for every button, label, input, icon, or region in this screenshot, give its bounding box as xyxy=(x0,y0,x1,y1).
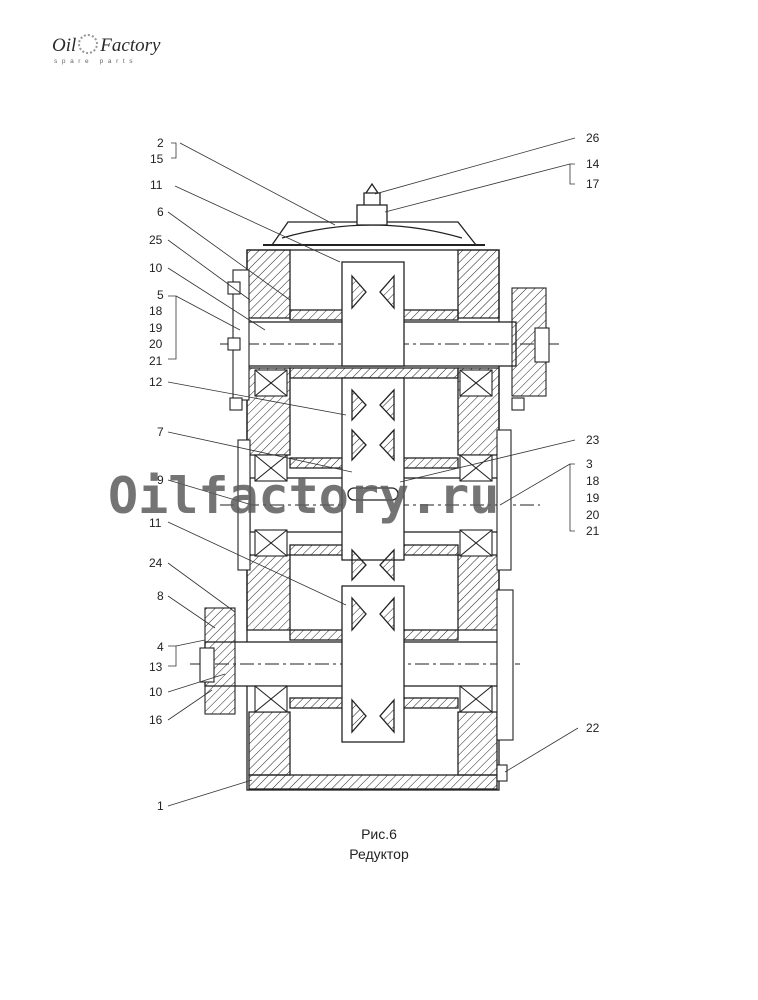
logo-word-factory: Factory xyxy=(100,35,161,56)
label-26: 26 xyxy=(586,131,600,145)
label-1: 1 xyxy=(157,799,164,813)
label-19b: 19 xyxy=(586,491,600,505)
label-20b: 20 xyxy=(586,508,600,522)
logo-wordmark: Oil Factory xyxy=(52,34,160,57)
label-19: 19 xyxy=(149,321,163,335)
oil-factory-logo: Oil Factory spare parts xyxy=(52,34,160,65)
label-13: 13 xyxy=(149,660,163,674)
label-15: 15 xyxy=(150,152,164,166)
label-8: 8 xyxy=(157,589,164,603)
label-12: 12 xyxy=(149,375,163,389)
label-4: 4 xyxy=(157,640,164,654)
figure-number: Рис.6 xyxy=(361,826,397,842)
watermark-text: Oilfactory.ru xyxy=(108,467,499,525)
label-24: 24 xyxy=(149,556,163,570)
bearings xyxy=(199,269,550,782)
label-11: 11 xyxy=(150,178,163,192)
label-10: 10 xyxy=(149,261,163,275)
label-14: 14 xyxy=(586,157,600,171)
figure-title: Редуктор xyxy=(349,846,409,862)
label-23: 23 xyxy=(586,433,600,447)
label-18b: 18 xyxy=(586,474,600,488)
label-21: 21 xyxy=(149,354,163,368)
label-10b: 10 xyxy=(149,685,163,699)
label-17: 17 xyxy=(586,177,600,191)
label-7: 7 xyxy=(157,425,164,439)
label-16: 16 xyxy=(149,713,163,727)
label-6: 6 xyxy=(157,205,164,219)
label-18: 18 xyxy=(149,304,163,318)
label-21b: 21 xyxy=(586,524,600,538)
label-25: 25 xyxy=(149,233,163,247)
logo-word-oil: Oil xyxy=(52,35,77,56)
label-11b: 11 xyxy=(149,516,162,530)
gear-icon xyxy=(78,34,99,54)
label-9: 9 xyxy=(157,473,164,487)
label-22: 22 xyxy=(586,721,600,735)
label-20: 20 xyxy=(149,337,163,351)
logo-tagline: spare parts xyxy=(54,58,138,65)
label-3: 3 xyxy=(586,457,593,471)
label-5: 5 xyxy=(157,288,164,302)
leader-lines xyxy=(167,137,579,807)
label-2: 2 xyxy=(157,136,164,150)
gears xyxy=(341,261,405,743)
callout-labels: 2 15 11 6 25 10 5 18 19 20 21 12 7 9 11 … xyxy=(149,131,600,813)
